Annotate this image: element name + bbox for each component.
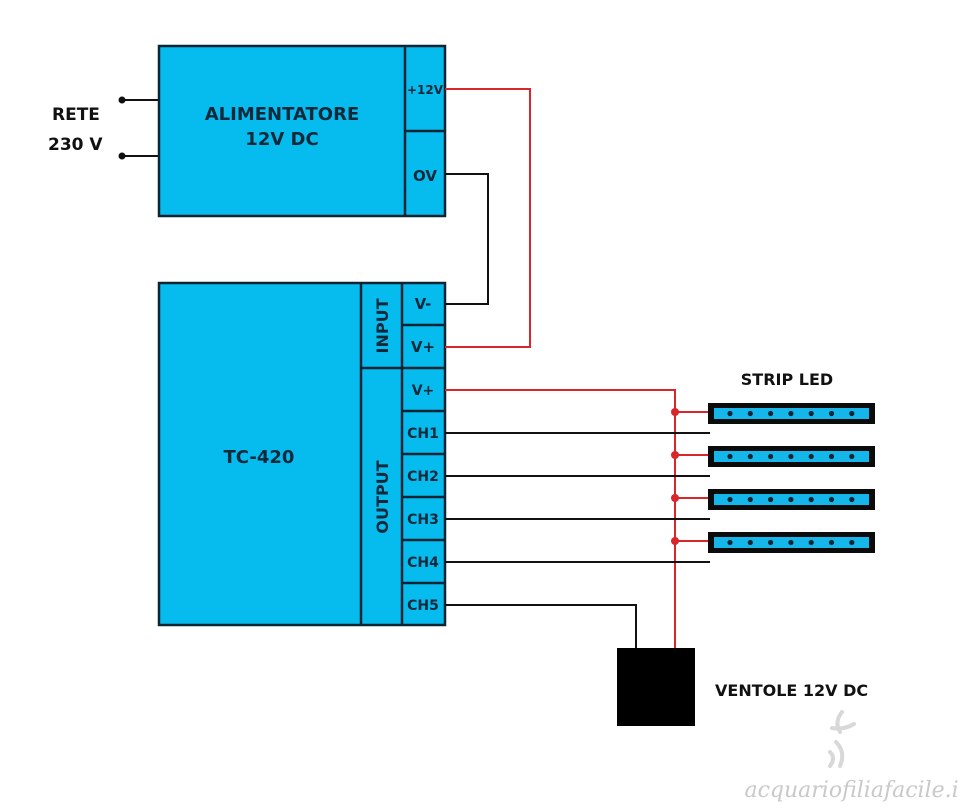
wire-ch5-to-fans <box>445 604 637 648</box>
led-strip <box>708 446 875 467</box>
led-dot <box>828 539 835 546</box>
led-strips <box>708 403 875 553</box>
led-strip <box>708 403 875 424</box>
wire-psu-plus-to-input-vplus <box>445 88 531 348</box>
led-dot <box>808 453 814 460</box>
led-strip <box>708 532 875 553</box>
output-section-label: OUTPUT <box>373 460 392 533</box>
output-terminal-ch3: CH3 <box>407 512 439 528</box>
power-supply-title: ALIMENTATORE <box>205 104 360 125</box>
wire-psu-0v-to-input-vminus <box>445 173 489 305</box>
led-dot <box>768 539 774 546</box>
led-dot <box>808 496 814 503</box>
led-dot <box>788 496 794 503</box>
output-wires <box>445 389 710 648</box>
led-dot <box>747 410 753 417</box>
mains-terminal-1 <box>118 96 126 104</box>
led-dot <box>849 496 855 503</box>
led-dot <box>808 410 814 417</box>
mains-terminal-2 <box>118 152 126 160</box>
led-dot <box>849 453 855 460</box>
led-dot <box>828 496 835 503</box>
led-dot <box>747 539 753 546</box>
fan-block <box>617 648 695 726</box>
led-dot <box>849 539 855 546</box>
power-supply-subtitle: 12V DC <box>245 129 318 150</box>
led-dot <box>727 410 733 417</box>
controller-tc420: TC-420 INPUT OUTPUT V- V+ V+ CH1CH2CH3CH4C… <box>157 281 447 627</box>
led-dot <box>768 496 774 503</box>
power-supply: ALIMENTATORE 12V DC +12V OV <box>157 44 447 218</box>
controller-body <box>157 281 447 627</box>
led-dot <box>727 453 733 460</box>
strip-led-title: STRIP LED <box>741 370 833 389</box>
led-strip <box>708 489 875 510</box>
mains-label-line2: 230 V <box>48 135 103 155</box>
led-dot <box>747 496 753 503</box>
led-dot <box>788 410 794 417</box>
junction-node <box>671 537 679 545</box>
led-dot <box>727 496 733 503</box>
led-dot <box>788 453 794 460</box>
output-terminal-ch5: CH5 <box>407 598 439 614</box>
led-dot <box>747 453 753 460</box>
watermark-text: acquariofiliafacile.it <box>744 778 960 803</box>
power-supply-body <box>157 44 447 218</box>
terminal-dividers <box>402 323 445 585</box>
input-section-label: INPUT <box>373 298 392 353</box>
output-terminal-ch4: CH4 <box>407 555 439 571</box>
led-dot <box>828 410 835 417</box>
led-dot <box>849 410 855 417</box>
input-terminal-1: V+ <box>411 338 435 356</box>
led-dot <box>808 539 814 546</box>
controller-title: TC-420 <box>224 447 295 468</box>
watermark-logo-icon <box>828 710 856 768</box>
led-dot <box>828 453 835 460</box>
fan-label: VENTOLE 12V DC <box>715 681 868 700</box>
output-terminal-ch2: CH2 <box>407 469 439 485</box>
led-dot <box>768 453 774 460</box>
led-dot <box>768 410 774 417</box>
junction-node <box>671 494 679 502</box>
terminal-0v: OV <box>413 167 437 185</box>
output-terminal-vplus: V+ <box>412 383 435 399</box>
input-terminal-0: V- <box>415 295 432 313</box>
junction-node <box>671 408 679 416</box>
led-dot <box>788 539 794 546</box>
input-terminals: V- V+ <box>411 295 435 356</box>
output-terminal-ch1: CH1 <box>407 426 439 442</box>
junction-node <box>671 451 679 459</box>
led-dot <box>727 539 733 546</box>
terminal-plus12v: +12V <box>407 83 444 97</box>
mains-label-line1: RETE <box>52 105 100 125</box>
mains-input: RETE 230 V <box>48 96 160 160</box>
